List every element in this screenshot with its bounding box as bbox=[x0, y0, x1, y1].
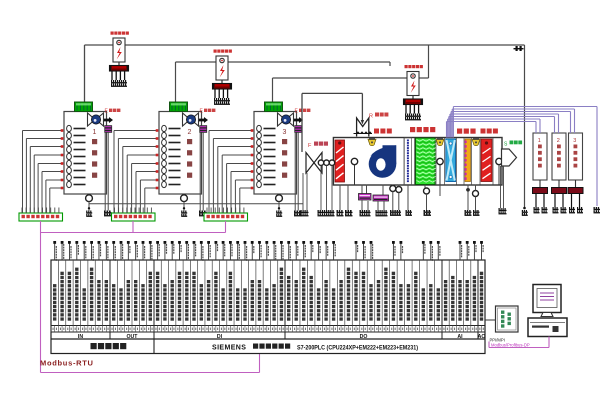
svg-text:R: R bbox=[369, 114, 373, 120]
svg-text:3: 3 bbox=[283, 129, 287, 136]
svg-text:1: 1 bbox=[538, 138, 541, 144]
svg-text:PPI/MPI: PPI/MPI bbox=[490, 338, 505, 343]
svg-text:2: 2 bbox=[188, 129, 192, 136]
svg-text:DI: DI bbox=[217, 334, 223, 340]
svg-text:3: 3 bbox=[573, 138, 576, 144]
svg-text:E: E bbox=[200, 109, 204, 115]
svg-text:S: S bbox=[504, 142, 508, 148]
svg-text:1: 1 bbox=[93, 129, 97, 136]
svg-text:Modbus/Profibus-DP: Modbus/Profibus-DP bbox=[491, 342, 530, 347]
svg-text:AI: AI bbox=[457, 334, 463, 340]
svg-text:SIEMENS: SIEMENS bbox=[212, 345, 246, 352]
svg-text:S7-200PLC (CPU224XP+EM222+EM22: S7-200PLC (CPU224XP+EM222+EM223+EM231) bbox=[297, 345, 418, 352]
svg-text:F: F bbox=[308, 143, 312, 149]
svg-text:AO: AO bbox=[478, 334, 486, 340]
svg-text:2: 2 bbox=[557, 138, 560, 144]
svg-text:OUT: OUT bbox=[127, 334, 139, 340]
svg-text:E: E bbox=[105, 109, 109, 115]
svg-text:Modbus-RTU: Modbus-RTU bbox=[40, 359, 94, 368]
svg-text:IN: IN bbox=[78, 334, 83, 340]
svg-text:DO: DO bbox=[360, 334, 368, 340]
svg-text:E: E bbox=[295, 109, 299, 115]
